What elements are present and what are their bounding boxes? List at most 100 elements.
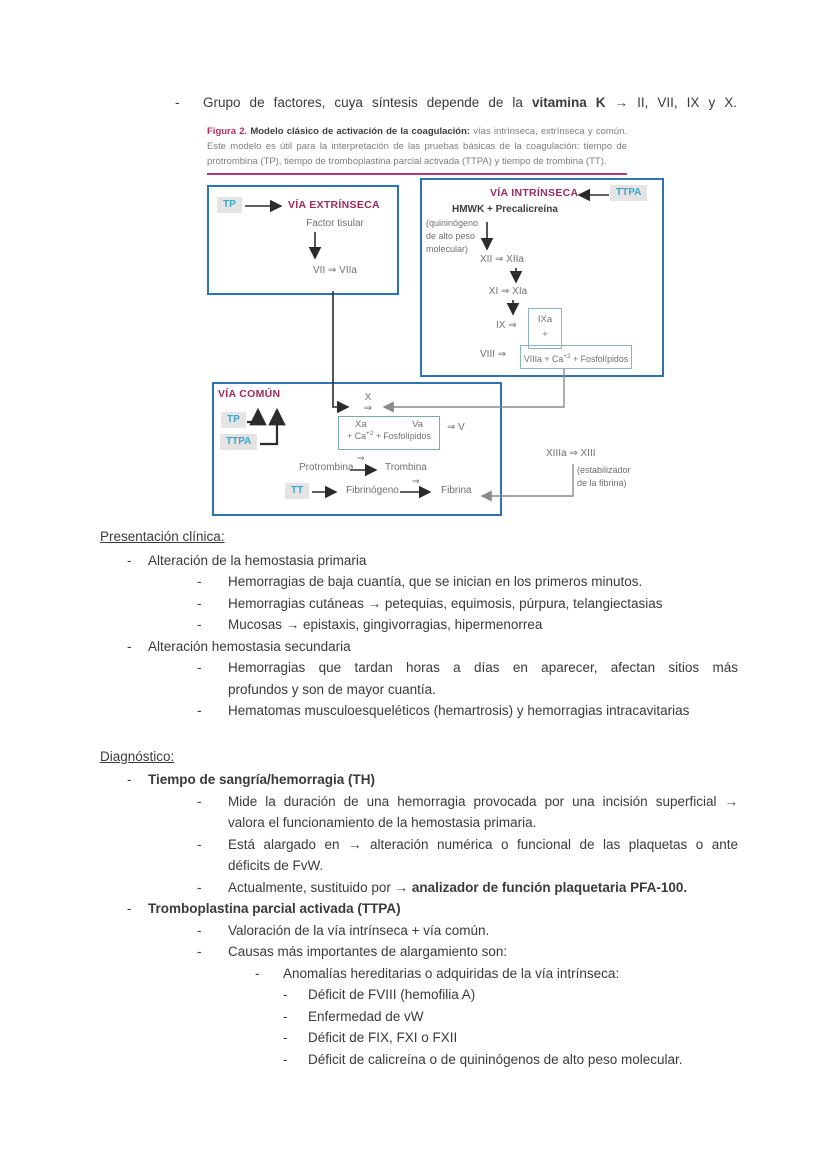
intro-bullet: - Grupo de factores, cuya síntesis depen… [175,92,737,113]
diagram-arrows [245,188,609,502]
item-line-2: déficits de FvW. [228,858,324,873]
item-line-1: Hemorragias que tardan horas a días en a… [228,660,738,675]
figure-label: Figura 2. [207,126,248,137]
connector-xiii-to-fibrin [480,464,574,502]
prothrombin-arrow-symbol: ⇒ [357,453,365,463]
list-item: - Alteración de la hemostasia primaria [100,550,738,572]
fibrinogen-label: Fibrinógeno [346,485,399,496]
arrow-ttpa-up [260,407,286,446]
xa-va-box: Xa Va + Ca+2 + Fosfolípidos [338,416,440,450]
item-text: Anomalías hereditarias o adquiridas de l… [283,965,620,981]
calcium-phospholipids-label: + Ca+2 + Fosfolípidos [339,430,439,441]
thrombin-label: Trombina [385,462,427,473]
xi-reaction-label: XI ⇒ XIa [488,286,528,297]
item-text: Alteración de la hemostasia primaria [148,552,367,568]
viiia-sup: +2 [563,353,571,360]
note-line-2: de alto peso [426,231,476,241]
fibrin-label: Fibrina [441,485,472,496]
xiii-reaction-label: XIIIa ⇒ XIII [546,448,596,459]
ca-post: + Fosfolípidos [373,430,431,441]
item-line-2: profundos y son de mayor cuantía. [228,681,436,697]
note-line-3: molecular) [426,244,469,254]
list-item: - Hematomas musculoesqueléticos (hemartr… [100,700,738,722]
item-text: Está alargado en → alteración numérica o… [228,834,738,877]
list-item: - Hemorragias cutáneas → petequias, equi… [100,593,738,615]
tp-tag-extrinsic: TP [217,197,242,213]
va-label: Va [412,419,423,430]
item-text: Alteración hemostasia secundaria [148,638,351,654]
item-text: Tiempo de sangría/hemorragia (TH) [148,769,738,791]
common-pathway-box [212,382,502,516]
prothrombin-label: Protrombina [299,462,354,473]
xii-reaction-label: XII ⇒ XIIa [480,254,524,265]
bullet-dash: - [283,1030,288,1045]
item-text: Tromboplastina parcial activada (TTPA) [148,898,738,920]
bullet-dash: - [127,901,132,916]
viiia-pre: VIIIa + Ca [523,353,564,364]
note-line-1: (quininógeno [426,218,479,228]
ttpa-tag-common: TTPA [220,434,258,450]
list-item: - Tiempo de sangría/hemorragia (TH) [100,769,738,791]
ca-sup: +2 [365,430,374,437]
item-line-1: Mide la duración de una hemorragia provo… [228,793,738,809]
ca-pre: + Ca [347,430,366,441]
bullet-dash: - [197,660,202,675]
hmwk-label: HMWK + Precalicreína [452,204,558,215]
ttpa-tag-intrinsic: TTPA [610,185,648,201]
factor-tisular-label: Factor tisular [306,218,364,229]
bullet-dash: - [197,703,202,718]
item-line-2: valora el funcionamiento de la hemostasi… [228,815,537,830]
bullet-dash: - [197,793,202,809]
intro-text: Grupo de factores, cuya síntesis depende… [203,92,737,113]
tt-tag-common: TT [285,483,310,499]
bullet-dash: - [197,836,202,852]
list-item: - Hemorragias de baja cuantía, que se in… [100,571,738,593]
item-line-1: Está alargado en → alteración numérica o… [228,836,738,852]
bullet-dash: - [197,574,202,589]
extrinsic-pathway-box [207,185,399,295]
bullet-dash: - [255,965,260,981]
factor-x-label: X [364,392,372,403]
viiia-box: VIIIa + Ca+2 + Fosfolípidos [520,345,632,369]
coagulation-diagram: TP VÍA EXTRÍNSECA Factor tisular VII ⇒ V… [0,176,828,526]
ixa-box: IXa + [528,308,562,349]
list-item: - Anomalías hereditarias o adquiridas de… [100,963,738,985]
bullet-dash: - [283,1051,288,1067]
item-text: Mide la duración de una hemorragia provo… [228,791,738,834]
item-text: Actualmente, sustituido por → analizador… [228,877,738,899]
list-item: - Déficit de calicreína o de quininógeno… [100,1049,738,1071]
figure-caption-rest: vías intrínseca, extrínseca y común. Est… [207,126,627,167]
item-text: Causas más importantes de alargamiento s… [228,944,508,959]
stabilizer-line-2: de la fibrina) [577,478,627,488]
notes-content: Presentación clínica: - Alteración de la… [100,518,738,1070]
item-bold: analizador de función plaquetaria PFA-10… [411,879,688,895]
list-item: - Alteración hemostasia secundaria [100,636,738,658]
connector-extrinsic-to-x [332,291,350,414]
intro-bold: vitamina K [531,95,606,110]
list-item: - Enfermedad de vW [100,1006,738,1028]
factor-v-label: ⇒ V [447,422,465,433]
list-item: - Déficit de FIX, FXI o FXII [100,1027,738,1049]
ix-reaction-label: IX ⇒ [496,320,517,331]
diagnosis-heading: Diagnóstico: [100,748,175,764]
bullet-dash: - [283,1008,288,1024]
item-text: Mucosas → epistaxis, gingivorragias, hip… [228,617,543,632]
intro-post: → II, VII, IX y X. [605,95,737,110]
list-item: - Tromboplastina parcial activada (TTPA) [100,898,738,920]
item-pre: Actualmente, sustituido por → [228,879,412,895]
tp-tag-common: TP [221,412,246,428]
list-item: - Está alargado en → alteración numérica… [100,834,738,877]
list-item: - Hemorragias que tardan horas a días en… [100,657,738,700]
viii-reaction-label: VIII ⇒ [480,349,507,360]
xa-label: Xa [355,419,367,430]
bullet-dash: - [197,595,202,611]
via-comun-title: VÍA COMÚN [218,388,281,400]
stabilizer-line-1: (estabilizador [577,465,631,475]
bullet-dash: - [197,617,202,632]
arrow-tp-up [247,407,267,426]
list-item: - Actualmente, sustituido por → analizad… [100,877,738,899]
bullet-dash: - [283,987,288,1002]
ixa-plus: + [542,329,548,340]
list-item: - Mucosas → epistaxis, gingivorragias, h… [100,614,738,636]
